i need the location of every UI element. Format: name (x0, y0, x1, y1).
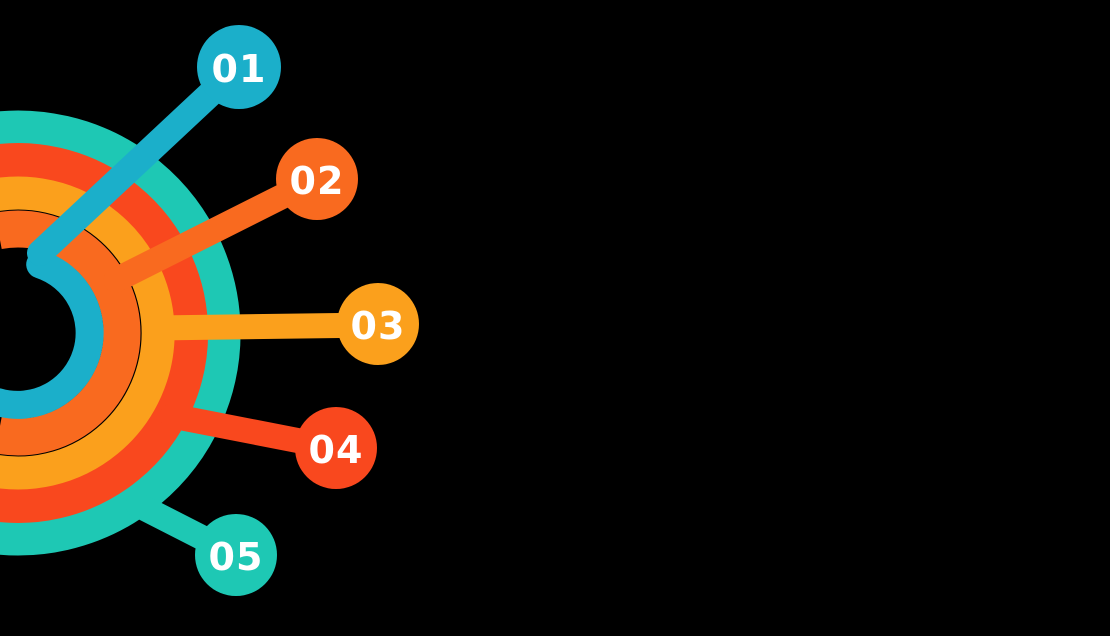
badge-circle-step-02 (276, 138, 358, 220)
step-badge-labels: 01 02 03 04 05 (209, 47, 406, 579)
badge-label-step-02: 02 (290, 159, 345, 203)
badge-label-step-01: 01 (212, 47, 267, 91)
step-badges (195, 25, 419, 596)
badge-circle-step-01 (197, 25, 281, 109)
badge-label-step-05: 05 (209, 535, 264, 579)
badge-circle-step-03 (337, 283, 419, 365)
badge-circle-step-04 (295, 407, 377, 489)
connector-line-step-01 (27, 54, 252, 266)
badge-label-step-03: 03 (351, 304, 406, 348)
badge-circle-step-05 (195, 514, 277, 596)
ring-arc-step-01 (0, 250, 104, 419)
badge-label-step-04: 04 (309, 428, 364, 472)
